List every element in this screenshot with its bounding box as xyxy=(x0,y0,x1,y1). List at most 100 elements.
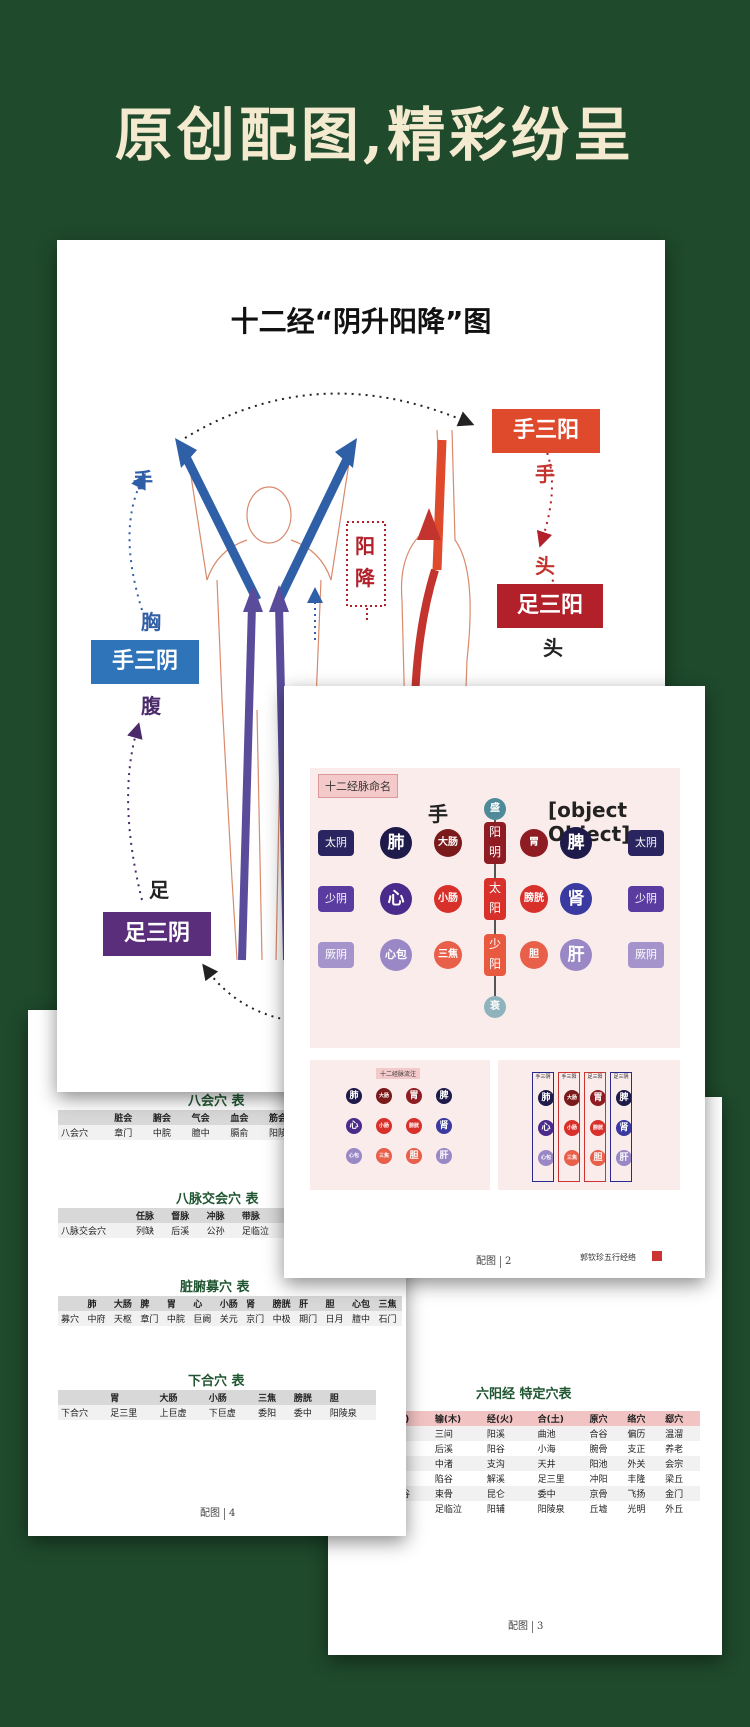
table-cell: 三间 xyxy=(431,1426,484,1441)
table-cell: 解溪 xyxy=(486,1475,505,1485)
table-cell: 小海 xyxy=(537,1445,556,1455)
bottom-arc xyxy=(202,963,288,1021)
table-cell: 外丘 xyxy=(665,1505,684,1515)
blue-arm-right xyxy=(274,453,354,602)
mini-column-box: 足三阳 xyxy=(584,1072,606,1182)
table-cell: 阳辅 xyxy=(486,1505,505,1515)
mini-organ-circle: 膀胱 xyxy=(590,1120,606,1136)
table-cell: 阳池 xyxy=(586,1456,625,1471)
table-cell: 丰隆 xyxy=(627,1475,646,1485)
organ-circle: 脾 xyxy=(560,827,592,859)
mini-organ-circle: 小肠 xyxy=(564,1120,580,1136)
mini-organ-circle: 脾 xyxy=(436,1088,452,1104)
table-header-cell: 胃 xyxy=(163,1296,191,1311)
mini-organ-circle: 心 xyxy=(346,1118,362,1134)
table-cell: 陷谷 xyxy=(434,1475,453,1485)
table-header-cell: 输(木) xyxy=(431,1411,484,1426)
table-cell: 中脘 xyxy=(149,1125,189,1140)
naming-tag: 十二经脉命名 xyxy=(318,774,398,798)
table-cell: 支沟 xyxy=(483,1456,535,1471)
table-header-cell: 小肠 xyxy=(216,1296,244,1311)
table-cell: 委中 xyxy=(534,1486,587,1501)
meridian-tag: 厥阴 xyxy=(628,942,664,968)
table-cell: 关元 xyxy=(216,1311,244,1326)
page2-footer-label: 配图 xyxy=(476,1256,496,1267)
table-header-cell: 气会 xyxy=(188,1110,228,1125)
meridian-tag: 厥阴 xyxy=(318,942,354,968)
table-cell: 委阳 xyxy=(255,1405,291,1420)
table-header-cell: 胆 xyxy=(322,1296,349,1311)
page-2: 十二经脉命名 手 [object Object] 盛 衰 太阴肺大肠阳明胃脾太阴… xyxy=(284,686,705,1278)
page3-main-table: 井(金)荥(水)输(木)经(火)合(土)原穴络穴郄穴商阳二间三间阳溪曲池合谷偏历… xyxy=(328,1411,700,1516)
label-hand-yang3: 手三阳 xyxy=(492,409,600,453)
red-arm xyxy=(432,439,447,571)
table-header-cell: 原穴 xyxy=(586,1411,625,1426)
organ-circle: 小肠 xyxy=(434,885,462,913)
meridian-tag: 太阴 xyxy=(318,830,354,856)
page3-footer-num: 3 xyxy=(537,1621,544,1632)
label-xiong: 胸 xyxy=(141,610,161,634)
mini-organ-circle: 胃 xyxy=(590,1090,606,1106)
page4-footer: 配图 4 xyxy=(200,1504,235,1520)
right-dots xyxy=(536,439,553,548)
table-row: 八会穴章门中脘膻中膈俞阳陵泉太渊 xyxy=(58,1125,358,1140)
center-yang-box: 阳明 xyxy=(484,822,506,864)
mini-organ-circle: 肾 xyxy=(436,1118,452,1134)
center-yang-box: 太阳 xyxy=(484,878,506,920)
mini-organ-circle: 脾 xyxy=(616,1090,632,1106)
page4-footer-label: 配图 xyxy=(200,1508,220,1519)
table-cell: 腕骨 xyxy=(589,1445,608,1455)
table-cell: 支正 xyxy=(627,1445,646,1455)
organ-circle: 胃 xyxy=(520,829,548,857)
table-cell: 梁丘 xyxy=(665,1475,684,1485)
mini-column-box: 足三阴 xyxy=(610,1072,632,1182)
table-cell: 金门 xyxy=(662,1486,700,1501)
table-cell: 下巨虚 xyxy=(205,1405,256,1420)
organ-circle: 大肠 xyxy=(434,829,462,857)
table-header-cell: 带脉 xyxy=(238,1208,288,1223)
table-cell: 阳陵泉 xyxy=(537,1505,565,1515)
seal-text: 郭钦珍五行经络 xyxy=(580,1253,636,1262)
organ-circle: 胆 xyxy=(520,941,548,969)
mini-column-box: 手三阴 xyxy=(532,1072,554,1182)
page4-footer-num: 4 xyxy=(229,1508,236,1519)
table-cell: 中渚 xyxy=(431,1456,484,1471)
table-header-cell: 膀胱 xyxy=(269,1296,297,1311)
table-header-cell: 络穴 xyxy=(624,1411,663,1426)
page4-table-4: 胃大肠小肠三焦膀胱胆下合穴足三里上巨虚下巨虚委阳委中阳陵泉 xyxy=(58,1390,376,1420)
table-header-cell: 大肠 xyxy=(110,1296,138,1311)
mini-organ-circle: 肺 xyxy=(346,1088,362,1104)
table-cell: 中府 xyxy=(84,1311,111,1326)
organ-circle: 三焦 xyxy=(434,941,462,969)
table-header-cell xyxy=(58,1390,108,1405)
left-dots-lower xyxy=(127,722,143,901)
organ-circle: 肾 xyxy=(560,883,592,915)
seal-stamp-icon xyxy=(652,1251,662,1261)
meridian-tag: 太阴 xyxy=(628,830,664,856)
mini-organ-circle: 胆 xyxy=(406,1148,422,1164)
label-foot-yang3: 足三阳 xyxy=(497,584,603,628)
table-cell: 天枢 xyxy=(110,1311,138,1326)
mini-organ-circle: 肝 xyxy=(436,1148,452,1164)
flow-panel-right: 肺大肠胃脾心小肠膀胱肾心包三焦胆肝手三阴手三阳足三阳足三阴 xyxy=(498,1060,680,1190)
table-cell: 阳溪 xyxy=(483,1426,535,1441)
table-header-cell: 心 xyxy=(190,1296,217,1311)
organ-circle: 膀胱 xyxy=(520,885,548,913)
table-header-cell: 经(火) xyxy=(483,1411,535,1426)
page4-table-1: 脏会腑会气会血会筋会脉会八会穴章门中脘膻中膈俞阳陵泉太渊 xyxy=(58,1110,358,1140)
table-header-cell: 脾 xyxy=(137,1296,164,1311)
label-tou-1: 头 xyxy=(535,554,555,578)
table-cell: 养老 xyxy=(665,1445,684,1455)
blue-arm-left xyxy=(180,452,262,603)
table-cell: 委中 xyxy=(290,1405,327,1420)
table-cell: 外关 xyxy=(624,1456,663,1471)
label-shou: 手 xyxy=(133,468,153,492)
sheng-circle: 盛 xyxy=(484,798,506,820)
table-cell: 丘墟 xyxy=(589,1505,608,1515)
yang-char: 阳 xyxy=(355,534,375,558)
label-tou-2: 头 xyxy=(543,636,563,660)
table-header-cell xyxy=(58,1110,112,1125)
table-cell: 会宗 xyxy=(662,1456,700,1471)
table-header-cell: 腑会 xyxy=(149,1110,189,1125)
